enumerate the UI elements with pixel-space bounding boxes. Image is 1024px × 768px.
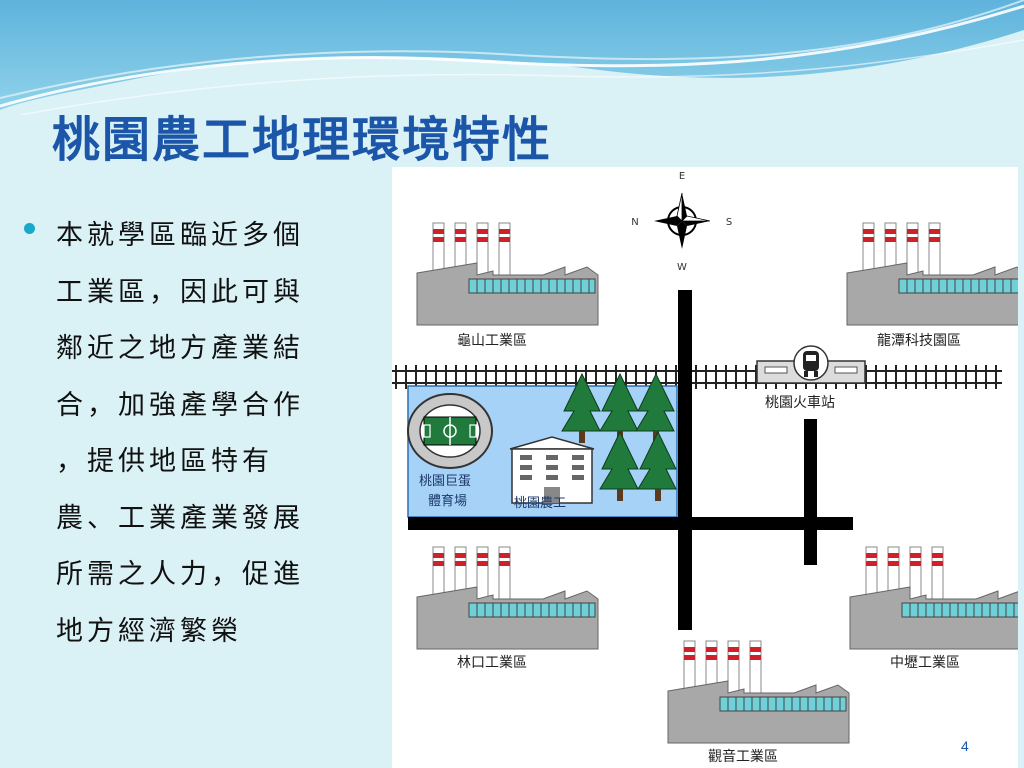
station-label: 桃園火車站 [765,394,835,411]
linkou-industrial-zone-label: 林口工業區 [457,655,527,671]
factory-icon [416,546,599,650]
longtan-science-park-label: 龍潭科技園區 [877,332,961,349]
guanyin-industrial-zone-label: 觀音工業區 [708,748,778,765]
train-station-icon [756,345,866,384]
map-frame: E W N S 桃園巨蛋 體育場 [392,167,1018,768]
compass-west-label: W [677,262,687,273]
bullet-line: 地方經濟繁榮 [56,615,242,647]
stadium-label: 桃園巨蛋 [419,474,471,489]
header-wave-decoration [0,0,1024,115]
bullet-text: 本就學區臨近多個 工業區，因此可與 鄰近之地方產業結 合，加強產學合作 ，提供地… [56,208,304,660]
compass-north-label: N [631,217,638,228]
factory-icon [849,546,1018,650]
bullet-line: 所需之人力，促進 [56,559,304,590]
bullet-line: ，提供地區特有 [56,446,273,477]
page-number: 4 [961,738,969,754]
bullet-icon [24,223,35,234]
slide-title: 桃園農工地理環境特性 [52,112,553,168]
compass-rose-icon [654,192,711,249]
school-building-icon [509,436,595,504]
guishan-industrial-zone-label: 龜山工業區 [457,333,527,349]
factory-icon [846,222,1018,326]
compass-east-label: E [679,171,685,182]
bullet-line: 農、工業產業發展 [56,502,304,534]
bullet-line: 工業區，因此可與 [56,276,304,308]
bullet-line: 合，加強產學合作 [56,389,304,421]
railway-track [392,365,1002,389]
school-label: 桃園農工 [514,496,566,511]
factory-icon [416,222,599,326]
road-network [408,290,853,630]
location-map: E W N S 桃園巨蛋 體育場 [392,171,1018,765]
bullet-line: 本就學區臨近多個 [56,220,304,251]
stadium-icon [407,393,493,469]
stadium-label: 體育場 [428,493,467,509]
bullet-line: 鄰近之地方產業結 [56,333,304,364]
zhongli-industrial-zone-label: 中壢工業區 [890,655,960,671]
compass-south-label: S [726,217,732,228]
factory-icon [667,640,850,744]
